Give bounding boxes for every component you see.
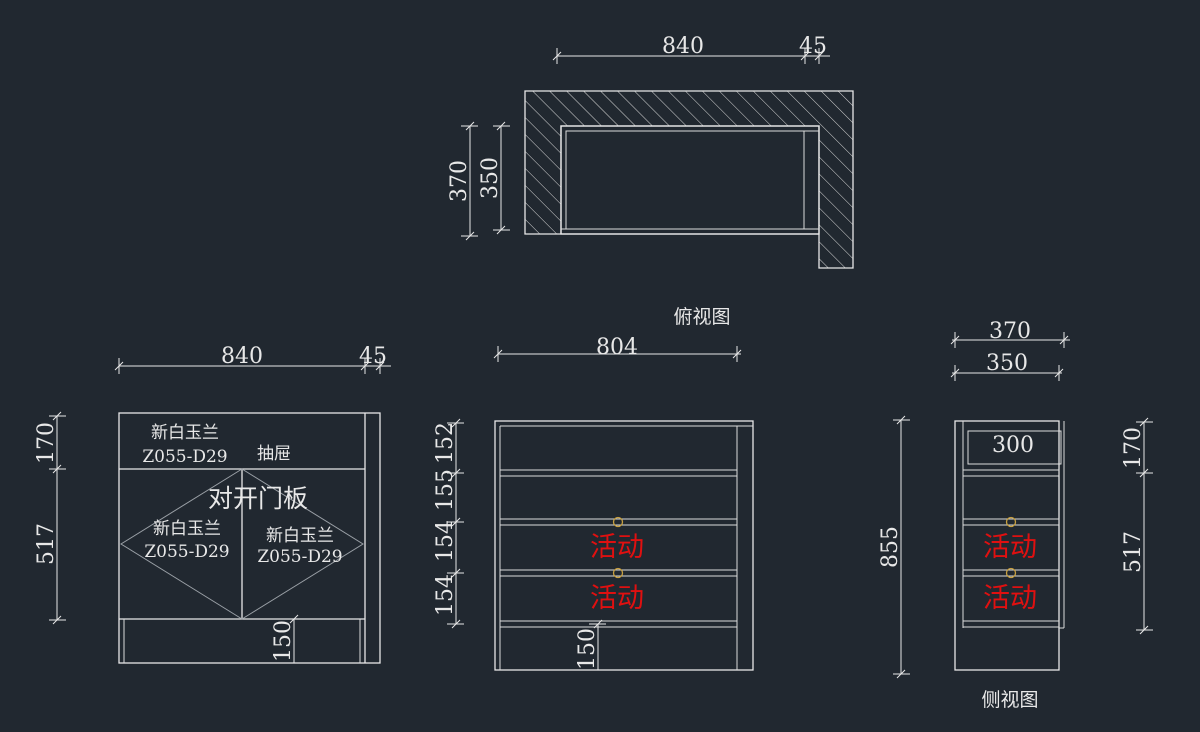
drawer-material-name: 新白玉兰 — [151, 423, 219, 443]
interior-view-width-label: 804 — [596, 335, 638, 360]
shelf-spacing-label: 152 — [433, 422, 458, 464]
side-view-inner-depth-label: 350 — [986, 351, 1028, 376]
top-view-inner-depth-label: 350 — [478, 157, 503, 199]
top-view: 840 45 370 350 俯视图 — [447, 34, 854, 328]
top-view-width-dim: 840 45 — [552, 34, 830, 64]
interior-view-cabinet — [494, 420, 754, 671]
interior-shelves — [499, 469, 738, 628]
front-view-plinth-label: 150 — [271, 620, 296, 662]
left-door-material-name: 新白玉兰 — [153, 519, 221, 539]
interior-view-shelf-dims: 152 155 154 154 — [433, 418, 464, 629]
side-view-height-label: 855 — [878, 526, 903, 568]
side-view-cabinet — [954, 420, 1060, 671]
shelf-spacing-label: 154 — [433, 520, 458, 562]
top-view-cabinet-inner — [565, 130, 805, 230]
shelf-spacing-label: 155 — [433, 469, 458, 511]
front-view-plinth-dim: 150 — [271, 614, 302, 664]
drawer-height-label: 170 — [34, 422, 59, 464]
door-label: 对开门板 — [208, 484, 308, 513]
side-view-outer-depth-label: 370 — [989, 319, 1031, 344]
left-door-material-code: Z055-D29 — [144, 542, 229, 562]
adjustable-shelf-label: 活动 — [590, 532, 644, 563]
side-view-title: 侧视图 — [981, 689, 1038, 711]
knob-icon — [612, 567, 624, 579]
knob-icon — [612, 516, 624, 528]
top-view-depth-dims: 370 350 — [447, 121, 510, 241]
top-view-width-label: 840 — [662, 34, 704, 59]
adjustable-shelf-label: 活动 — [983, 532, 1037, 563]
drawer-label: 抽屉 — [257, 444, 291, 464]
knob-icon — [1005, 516, 1017, 528]
interior-view-plinth-dim: 150 — [575, 619, 606, 671]
front-view-width-label: 840 — [221, 344, 263, 369]
side-view-door-height-label: 517 — [1121, 531, 1146, 573]
top-view-outer-depth-label: 370 — [447, 160, 472, 202]
side-view-section-dims: 170 517 — [1121, 417, 1153, 635]
front-view: 新白玉兰 Z055-D29 抽屉 对开门板 新白玉兰 Z055-D29 新白玉兰… — [34, 344, 391, 664]
top-view-cabinet — [560, 125, 820, 235]
side-view-height-dim: 855 — [878, 415, 910, 679]
interior-view-width-dim: 804 — [493, 335, 742, 362]
front-view-height-dims: 170 517 — [34, 411, 66, 625]
front-view-width-dim: 840 45 — [114, 344, 391, 374]
side-view-depth-dims: 370 350 — [950, 319, 1070, 381]
side-view: 300 活动 活动 370 350 855 — [878, 319, 1153, 711]
right-door-material-name: 新白玉兰 — [266, 526, 334, 546]
right-door-material-code: Z055-D29 — [257, 547, 342, 567]
top-view-gap-label: 45 — [799, 34, 827, 59]
side-view-drawer-height-label: 170 — [1121, 427, 1146, 469]
door-height-label: 517 — [34, 523, 59, 565]
interior-view: 活动 活动 804 152 155 154 154 — [433, 335, 754, 671]
knob-icon — [1005, 567, 1017, 579]
interior-view-plinth-label: 150 — [575, 628, 600, 670]
side-view-drawer-depth-label: 300 — [992, 433, 1034, 458]
adjustable-shelf-label: 活动 — [983, 583, 1037, 614]
drawer-material-code: Z055-D29 — [142, 447, 227, 467]
front-view-gap-label: 45 — [359, 344, 387, 369]
adjustable-shelf-label: 活动 — [590, 583, 644, 614]
top-view-title: 俯视图 — [673, 306, 730, 328]
side-view-drawer — [967, 430, 1062, 465]
shelf-spacing-label: 154 — [433, 574, 458, 616]
front-view-cabinet — [118, 412, 381, 664]
